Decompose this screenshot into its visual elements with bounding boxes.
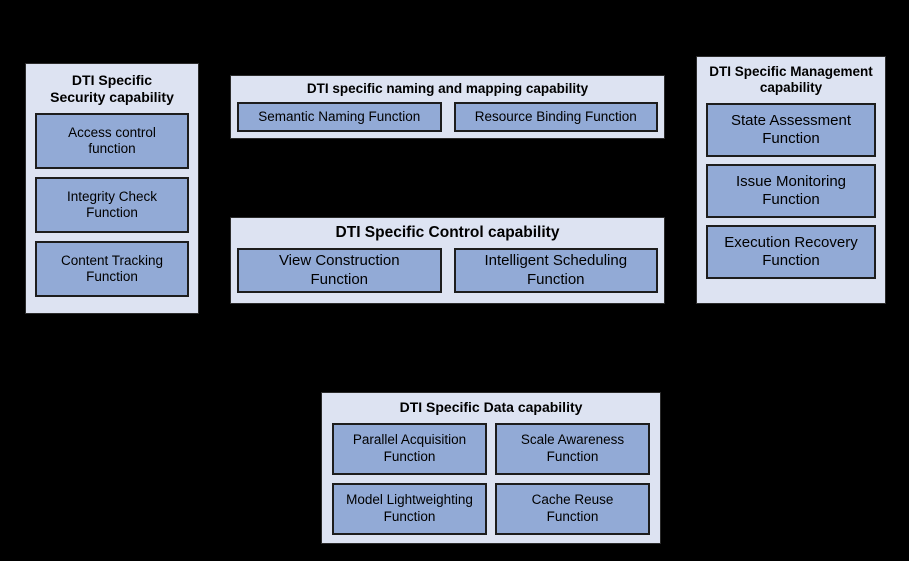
- function-box-content-tracking[interactable]: Content Tracking Function: [35, 241, 189, 298]
- function-box-model-lightweighting[interactable]: Model Lightweighting Function: [332, 482, 487, 535]
- function-label-line: Function: [310, 270, 369, 288]
- capability-title-management: DTI Specific Management capability: [706, 64, 876, 96]
- function-box-access-control[interactable]: Access control function: [35, 113, 189, 170]
- function-label-line: Function: [762, 190, 820, 208]
- function-label-line: Function: [762, 129, 820, 147]
- capability-title-line: capability: [759, 79, 823, 95]
- function-label-line: function: [88, 141, 136, 157]
- function-list-naming-mapping: Semantic Naming Function Resource Bindin…: [237, 101, 658, 132]
- function-label: Model Lightweighting Function: [346, 492, 473, 525]
- function-label: Cache Reuse Function: [532, 492, 614, 525]
- function-box-parallel-acquisition[interactable]: Parallel Acquisition Function: [332, 422, 487, 475]
- function-label-line: Function: [383, 448, 436, 464]
- function-list-security: Access control function Integrity Check …: [35, 113, 189, 304]
- function-label-line: Function: [86, 269, 138, 285]
- function-label: State Assessment Function: [731, 112, 851, 149]
- function-label-line: State Assessment: [730, 111, 852, 129]
- function-box-state-assessment[interactable]: State Assessment Function: [706, 102, 876, 157]
- capability-block-security: DTI Specific Security capability Access …: [25, 63, 199, 314]
- function-box-resource-binding[interactable]: Resource Binding Function: [453, 101, 658, 132]
- function-label-line: Function: [526, 270, 585, 288]
- capability-title-line: DTI Specific: [71, 72, 153, 88]
- function-label: Content Tracking Function: [61, 253, 163, 286]
- function-box-cache-reuse[interactable]: Cache Reuse Function: [495, 482, 650, 535]
- capability-block-data: DTI Specific Data capability Parallel Ac…: [321, 392, 661, 544]
- function-label: Issue Monitoring Function: [736, 173, 846, 210]
- function-list-management: State Assessment Function Issue Monitori…: [706, 102, 876, 294]
- function-label: Semantic Naming Function: [258, 108, 421, 124]
- function-box-semantic-naming[interactable]: Semantic Naming Function: [237, 101, 442, 132]
- function-list-control: View Construction Function Intelligent S…: [237, 248, 658, 296]
- function-label-line: Issue Monitoring: [735, 172, 847, 190]
- capability-title-data: DTI Specific Data capability: [399, 399, 583, 415]
- function-label-line: Integrity Check: [66, 188, 158, 204]
- function-label-line: Cache Reuse: [531, 492, 614, 508]
- function-label-line: Content Tracking: [60, 252, 164, 268]
- function-label-line: Scale Awareness: [520, 432, 625, 448]
- capability-title-security: DTI Specific Security capability: [35, 72, 189, 105]
- function-label-line: Parallel Acquisition: [352, 432, 467, 448]
- function-label-line: Intelligent Scheduling: [484, 252, 628, 270]
- function-label: Execution Recovery Function: [724, 234, 857, 271]
- function-label-line: Function: [546, 448, 599, 464]
- function-label: Parallel Acquisition Function: [353, 432, 466, 465]
- function-label: Scale Awareness Function: [521, 432, 624, 465]
- function-label: Intelligent Scheduling Function: [484, 252, 627, 289]
- function-label-line: Function: [762, 251, 820, 269]
- function-label-line: Function: [383, 508, 436, 524]
- function-list-data: Parallel Acquisition Function Scale Awar…: [332, 422, 650, 535]
- function-label: Integrity Check Function: [67, 189, 157, 222]
- function-label-line: Function: [86, 205, 138, 221]
- function-label: Resource Binding Function: [474, 108, 637, 124]
- capability-title-line: Security capability: [50, 88, 174, 105]
- function-box-integrity-check[interactable]: Integrity Check Function: [35, 177, 189, 234]
- function-box-execution-recovery[interactable]: Execution Recovery Function: [706, 224, 876, 279]
- function-label: Access control function: [68, 125, 156, 158]
- function-label-line: Model Lightweighting: [346, 492, 473, 508]
- function-label-line: Function: [546, 508, 599, 524]
- function-box-issue-monitoring[interactable]: Issue Monitoring Function: [706, 163, 876, 218]
- function-label-line: Access control: [68, 124, 156, 140]
- capability-title-line: DTI Specific Management: [709, 64, 873, 79]
- capability-block-management: DTI Specific Management capability State…: [696, 56, 886, 304]
- capability-title-naming-mapping: DTI specific naming and mapping capabili…: [306, 81, 589, 96]
- function-box-intelligent-scheduling[interactable]: Intelligent Scheduling Function: [453, 248, 658, 294]
- capability-block-control: DTI Specific Control capability View Con…: [230, 217, 665, 304]
- function-box-scale-awareness[interactable]: Scale Awareness Function: [495, 422, 650, 475]
- function-label-line: View Construction: [278, 252, 400, 270]
- function-label: View Construction Function: [279, 252, 400, 289]
- function-label-line: Execution Recovery: [724, 233, 858, 251]
- function-box-view-construction[interactable]: View Construction Function: [237, 248, 442, 294]
- capability-title-control: DTI Specific Control capability: [335, 224, 560, 241]
- capability-block-naming-mapping: DTI specific naming and mapping capabili…: [230, 75, 665, 139]
